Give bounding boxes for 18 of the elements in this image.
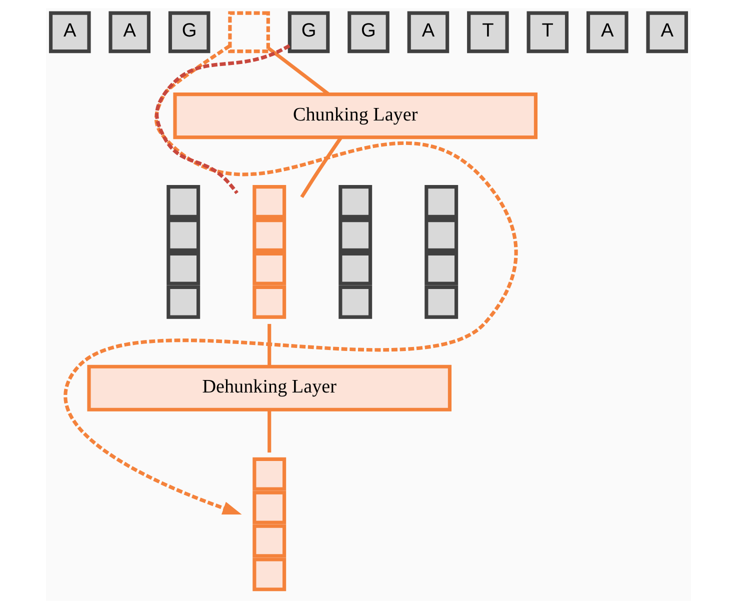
node-box: G: [287, 11, 330, 54]
node-box: G: [347, 11, 389, 54]
arrow: [63, 44, 518, 514]
node-box: Dehunking Layer: [86, 364, 452, 412]
node-box: G: [168, 11, 210, 54]
node-box: A: [406, 11, 449, 54]
node-box: Chunking Layer: [172, 92, 538, 140]
connector: [267, 410, 271, 453]
connector: [300, 136, 342, 198]
connector: [154, 44, 290, 194]
node-box: [228, 11, 270, 54]
node-box: A: [48, 11, 90, 54]
node-box: T: [466, 11, 508, 54]
connector: [267, 324, 271, 366]
node-box: T: [526, 11, 568, 54]
node-box: A: [108, 11, 150, 54]
node-box: A: [646, 11, 688, 54]
node-box: A: [586, 11, 628, 54]
